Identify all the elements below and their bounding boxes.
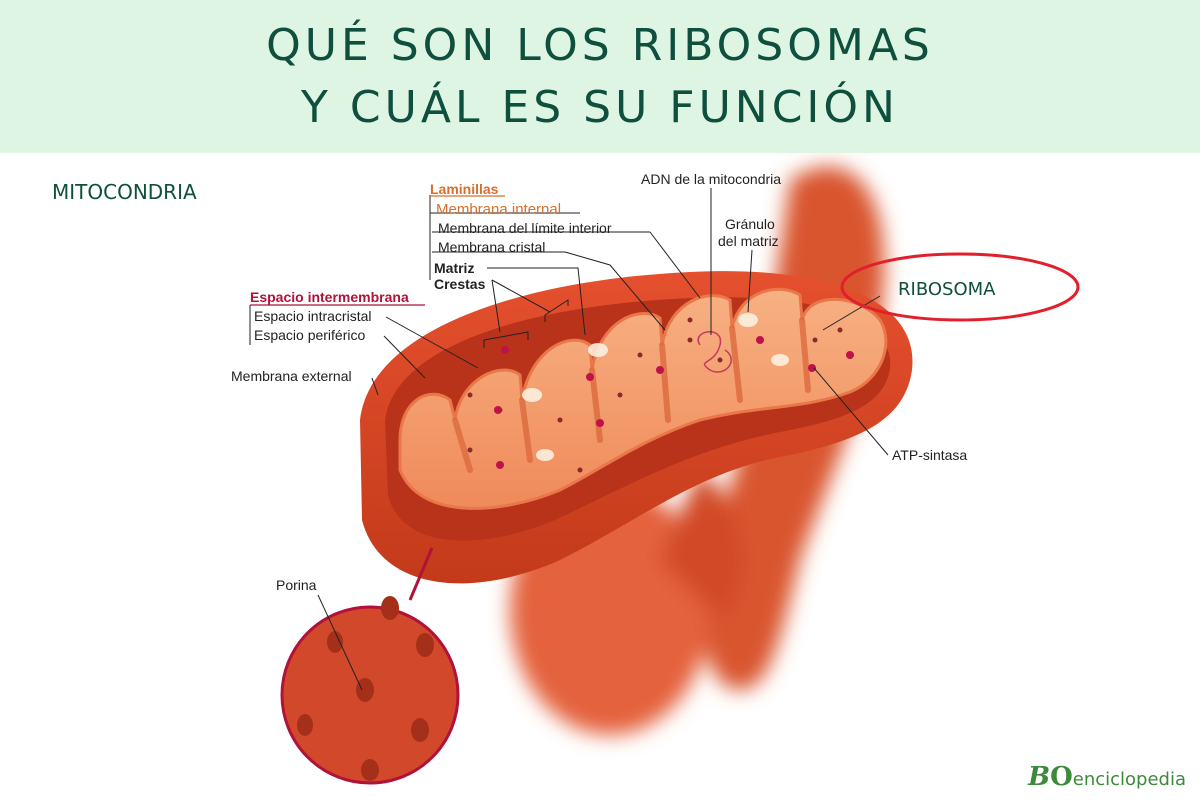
logo-o: O [1050, 762, 1073, 792]
logo-text: enciclopedia [1072, 769, 1186, 790]
label-ribosoma: RIBOSOMA [898, 279, 996, 300]
porina-inset [280, 547, 460, 785]
logo-b: B [1028, 762, 1051, 792]
label-espacio-periferico: Espacio periférico [254, 327, 365, 343]
label-laminillas: Laminillas [430, 181, 499, 197]
label-espacio-intermembrana: Espacio intermembrana [250, 289, 409, 305]
label-crestas: Crestas [434, 276, 486, 292]
page-title-line-1: QUÉ SON LOS RIBOSOMAS [266, 19, 934, 71]
label-matriz: Matriz [434, 260, 474, 276]
mitochondria-main [360, 271, 913, 584]
label-adn: ADN de la mitocondria [641, 171, 781, 187]
page-title-line-2: Y CUÁL ES SU FUNCIÓN [301, 81, 899, 133]
label-atp-sintasa: ATP-sintasa [892, 447, 967, 463]
label-membrana-interna: Membrana internal [436, 201, 561, 218]
label-membrana-cristal: Membrana cristal [438, 239, 545, 255]
label-membrana-external: Membrana external [231, 368, 352, 384]
header-banner: QUÉ SON LOS RIBOSOMAS Y CUÁL ES SU FUNCI… [0, 0, 1200, 153]
label-granulo-line-2: del matriz [718, 233, 779, 249]
bioenciclopedia-logo: B O enciclopedia [1028, 762, 1186, 792]
section-label: MITOCONDRIA [52, 180, 197, 204]
label-membrana-limite: Membrana del límite interior [438, 220, 612, 236]
ribosoma-highlight-ellipse [840, 252, 1080, 322]
mitochondria-diagram: Laminillas Membrana internal Membrana de… [231, 166, 1080, 785]
label-granulo-line-1: Gránulo [725, 216, 775, 232]
label-espacio-intracristal: Espacio intracristal [254, 308, 372, 324]
label-porina: Porina [276, 577, 317, 593]
